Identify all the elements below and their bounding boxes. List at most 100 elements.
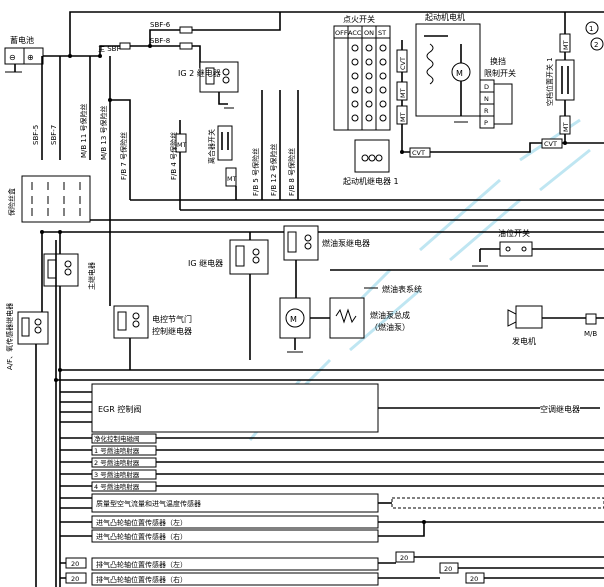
pin20-label-4: 20	[444, 565, 452, 573]
intake-cam-l-label: 进气凸轮轴位置传感器（左）	[96, 518, 187, 527]
intake-cam-sensor-right: 进气凸轮轴位置传感器（右）	[60, 520, 426, 543]
sbf6-fuse	[179, 26, 193, 34]
maf-label: 质量型空气流量和进气温度传感器	[96, 499, 201, 508]
fuel-pump-assembly: M 燃油表系统 燃油泵总成 （燃油泵）	[279, 284, 422, 353]
ac-relay-label: 空调继电器	[540, 404, 580, 414]
exhaust-cam-r-label: 排气凸轮轴位置传感器（右）	[96, 575, 187, 584]
starter-relay-1: 起动机继电器 1	[343, 139, 399, 186]
oil-level-switch: 油位开关	[472, 228, 604, 267]
starter-motor-m: M	[456, 69, 463, 78]
fb8-label: F/B 8 号保险丝	[287, 148, 296, 196]
fuel-pump-m: M	[290, 315, 297, 324]
generator: 发电机 M/B	[507, 305, 604, 346]
ignition-switch-label: 点火开关	[343, 14, 375, 24]
main-relay-label: 主继电器	[87, 262, 96, 290]
inj2-label: 2 号燃油喷射器	[94, 458, 140, 467]
mt-label-4: MT	[399, 112, 407, 122]
shift-switch-label-1: 换挡	[490, 56, 506, 66]
injector-2-row: 2 号燃油喷射器	[60, 457, 604, 468]
exhaust-cam-l-label: 排气凸轮轴位置传感器（左）	[96, 560, 187, 569]
exhaust-cam-sensor-right: 20 排气凸轮轴位置传感器（右） 20 20	[60, 562, 604, 586]
o2-relay-label: A/F、氧传感器继电器	[5, 303, 14, 370]
oil-switch-label: 油位开关	[498, 228, 530, 238]
sbf7-label: SBF-7	[50, 125, 58, 145]
throttle-relay-label-1: 电控节气门	[152, 314, 192, 324]
purge-label: 净化控制电磁阀	[94, 434, 140, 443]
ac-switch-label: 空档位置开关 1	[545, 57, 554, 106]
fuel-pump-label-2: （燃油泵）	[370, 322, 410, 332]
ig-relay: IG 继电器	[188, 239, 269, 275]
fuel-gauge-label: 燃油表系统	[382, 284, 422, 294]
gear-n: N	[484, 95, 489, 103]
sbf5-label: SBF-5	[32, 125, 40, 145]
connector-2-label: 2	[594, 41, 598, 49]
connector-1	[585, 21, 599, 35]
ignition-switch: 点火开关 OFF ACC ON ST	[333, 14, 391, 131]
shift-switch-label-2: 限制开关	[484, 68, 516, 78]
pin20-label-2: 20	[400, 554, 408, 562]
sbf8-fuse	[179, 42, 193, 50]
inj4-label: 4 号燃油喷射器	[94, 482, 140, 491]
egr-valve: EGR 控制阀	[91, 383, 379, 433]
shift-switch: 换挡 限制开关 D N R P	[479, 56, 516, 129]
ig-relay-label: IG 继电器	[188, 258, 223, 268]
ig2-relay-label: IG 2 继电器	[178, 68, 221, 78]
fb4-label: F/B 4 号保险丝	[169, 132, 178, 180]
main-sbf-fuse	[119, 42, 131, 50]
cvt-label-2: CVT	[412, 149, 425, 157]
sw-st: ST	[378, 29, 386, 37]
battery-label: 蓄电池	[10, 35, 34, 45]
pin20-label-5: 20	[470, 575, 478, 583]
gear-p: P	[484, 119, 488, 127]
injector-4-row: 4 号燃油喷射器	[60, 481, 604, 492]
injector-3-row: 3 号燃油喷射器	[60, 469, 604, 480]
o2-sensor-relay: A/F、氧传感器继电器	[5, 303, 49, 370]
starter-relay-1-label: 起动机继电器 1	[343, 176, 399, 186]
mb-label: M/B	[584, 330, 597, 338]
inj3-label: 3 号燃油喷射器	[94, 470, 140, 479]
junction-dots	[40, 44, 567, 382]
clutch-switch-label: 离合器开关	[207, 129, 216, 164]
mt-label-6: MT	[562, 122, 570, 132]
mb13-label: M/B 13 号保险丝	[99, 105, 108, 160]
mt-label-2: MT	[227, 175, 237, 183]
egr-label: EGR 控制阀	[98, 404, 141, 414]
svg-text:⊖: ⊖	[9, 53, 16, 62]
ig2-relay: IG 2 继电器	[178, 61, 239, 109]
mt-label-1: MT	[177, 141, 187, 149]
main-sbf-label: 主 SBF	[98, 44, 121, 53]
sbf6-label: SBF-6	[150, 21, 171, 29]
fuel-pump-relay-label: 燃油泵继电器	[322, 238, 370, 248]
mt-label-5: MT	[562, 40, 570, 50]
exhaust-cam-sensor-left: 20 排气凸轮轴位置传感器（左） 20	[60, 551, 604, 571]
intake-cam-r-label: 进气凸轮轴位置传感器（右）	[96, 532, 187, 541]
mt-label-3: MT	[399, 88, 407, 98]
svg-text:⊕: ⊕	[27, 53, 34, 62]
pin20-label-3: 20	[71, 575, 79, 583]
cvt-label-1: CVT	[399, 57, 407, 70]
purge-valve-row: 净化控制电磁阀	[60, 433, 604, 444]
mb11-label: M/B 11 号保险丝	[79, 103, 88, 158]
sw-off: OFF	[335, 29, 348, 37]
fuel-pump-relay: 燃油泵继电器	[283, 225, 370, 261]
sw-acc: ACC	[348, 29, 362, 37]
intake-cam-sensor-left: 进气凸轮轴位置传感器（左）	[60, 515, 604, 529]
fb7-label: F/B 7 号保险丝	[119, 132, 128, 180]
mt-box-1	[175, 133, 187, 153]
fuse-box: 保险丝盒	[7, 175, 91, 223]
fuel-pump-label-1: 燃油泵总成	[370, 310, 410, 320]
connector-2	[590, 37, 604, 51]
neutral-position-switch: MT MT 空档位置开关 1	[545, 12, 575, 143]
sw-on: ON	[364, 29, 374, 37]
fb5-label: F/B 5 号保险丝	[251, 148, 260, 196]
battery: ⊖ ⊕ 蓄电池	[4, 35, 44, 73]
starter-motor: 起动机电机 M	[415, 12, 481, 123]
injector-1-row: 1 号燃油喷射器	[60, 445, 604, 456]
throttle-control-relay: 电控节气门 控制继电器	[113, 305, 192, 339]
cvt-label-3: CVT	[544, 140, 557, 148]
fuse-box-label: 保险丝盒	[7, 188, 16, 216]
gear-d: D	[484, 83, 489, 91]
starter-motor-label: 起动机电机	[425, 12, 465, 22]
pin20-label-1: 20	[71, 560, 79, 568]
